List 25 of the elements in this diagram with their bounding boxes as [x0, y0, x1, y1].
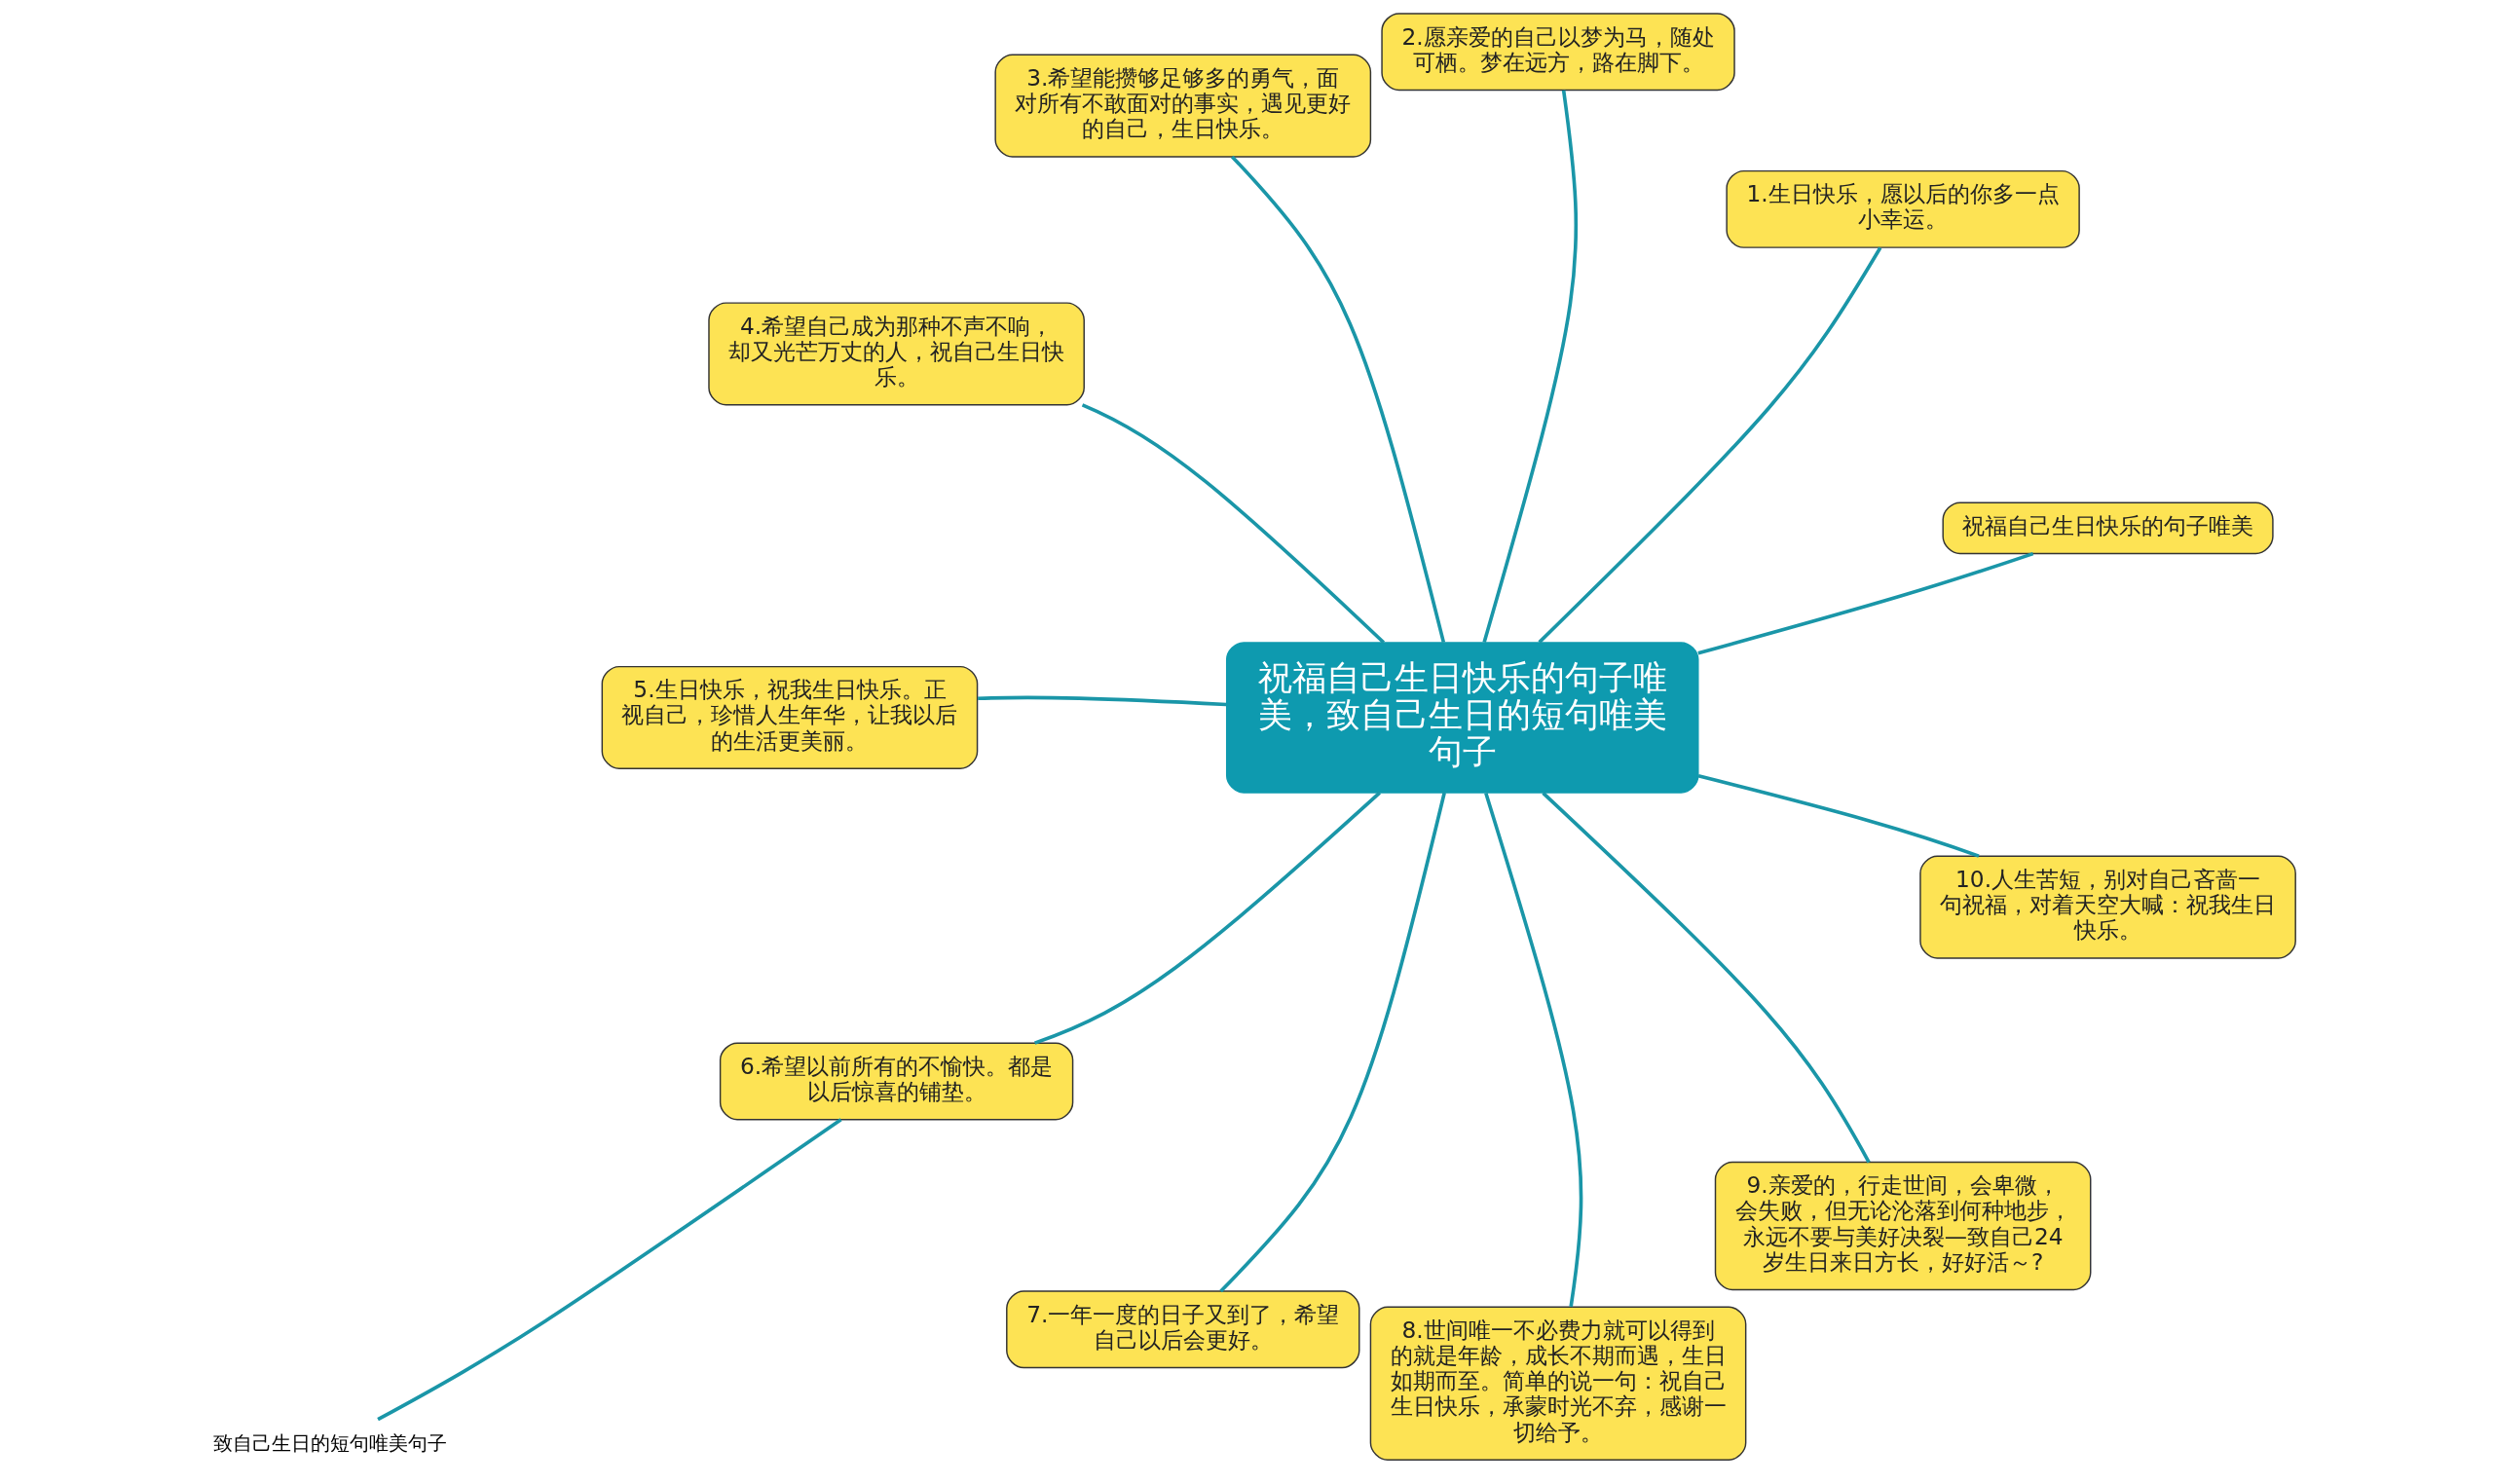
node-box: 2.愿亲爱的自己以梦为马，随处可栖。梦在远方，路在脚下。	[1381, 13, 1735, 92]
connector	[1538, 246, 1882, 644]
connector	[1542, 792, 1871, 1164]
connector	[1219, 792, 1446, 1293]
connector	[1081, 403, 1386, 645]
node-text: 致自己生日的短句唯美句子	[213, 1431, 448, 1456]
connector	[1482, 90, 1579, 643]
node-box: 10.人生苦短，别对自己吝啬一句祝福，对着天空大喊：祝我生日快乐。	[1919, 855, 2296, 959]
node-box: 4.希望自己成为那种不声不响，却又光芒万丈的人，祝自己生日快乐。	[708, 302, 1085, 406]
connector	[377, 1118, 842, 1422]
node-box: 5.生日快乐，祝我生日快乐。正视自己，珍惜人生年华，让我以后的生活更美丽。	[601, 665, 979, 769]
connector	[1697, 551, 2034, 655]
node-box: 祝福自己生日快乐的句子唯美	[1942, 501, 2274, 555]
connector	[1033, 791, 1381, 1045]
node-box: 3.希望能攒够足够多的勇气，面对所有不敢面对的事实，遇见更好的自己，生日快乐。	[994, 54, 1372, 158]
node-box: 8.世间唯一不必费力就可以得到的就是年龄，成长不期而遇，生日如期而至。简单的说一句：祝自己生日快乐，承蒙时光不弃，感谢一切给予。	[1369, 1306, 1747, 1461]
node-box: 9.亲爱的，行走世间，会卑微，会失败，但无论沦落到何种地步，永远不要与美好决裂—致自己24岁生日来日方长，好好活～?	[1714, 1161, 2092, 1291]
node-box: 6.希望以前所有的不愉快。都是以后惊喜的铺垫。	[719, 1042, 1074, 1121]
connector	[1697, 774, 1980, 858]
node-box: 1.生日快乐，愿以后的你多一点小幸运。	[1726, 169, 2080, 248]
node-box: 祝福自己生日快乐的句子唯美，致自己生日的短句唯美句子	[1225, 642, 1699, 794]
node-box: 7.一年一度的日子又到了，希望自己以后会更好。	[1006, 1290, 1360, 1369]
connector	[978, 695, 1227, 707]
connector	[1484, 793, 1583, 1308]
connector	[1230, 155, 1446, 644]
